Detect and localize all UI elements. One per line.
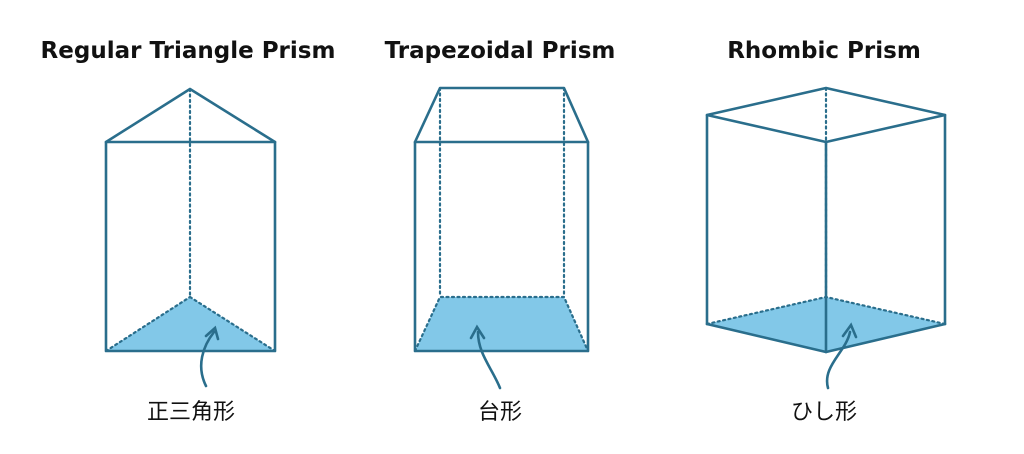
trapezoid-prism <box>413 86 590 390</box>
triangle-prism-pointer-head <box>204 325 220 341</box>
triangle-prism-base <box>106 297 275 351</box>
triangle-prism-top-face <box>104 87 277 144</box>
triangle-base-label: 正三角形 <box>146 400 236 425</box>
triangle-prism-title: Regular Triangle Prism <box>40 38 336 64</box>
rhombic-prism <box>705 86 947 390</box>
trapezoid-prism-front-face <box>413 140 590 353</box>
trapezoid-prism-title: Trapezoidal Prism <box>384 38 616 64</box>
rhombus-base-label: ひし形 <box>790 400 858 425</box>
rhombic-prism-pointer-head <box>841 322 858 339</box>
triangle-prism-front-face <box>104 140 277 353</box>
triangle-prism <box>104 87 277 388</box>
trapezoid-prism-base <box>415 297 588 351</box>
trapezoid-base-label: 台形 <box>477 400 523 425</box>
triangle-prism-hidden-base-right <box>188 295 277 353</box>
rhombic-prism-pointer <box>825 330 852 390</box>
triangle-prism-hidden-base-left <box>104 295 192 353</box>
trapezoid-prism-pointer <box>476 330 502 390</box>
rhombic-prism-base-front <box>705 322 947 354</box>
trapezoid-prism-hidden-base <box>413 295 590 353</box>
trapezoid-prism-top-face <box>413 86 590 144</box>
trapezoid-prism-pointer-head <box>469 324 486 340</box>
rhombic-prism-title: Rhombic Prism <box>727 38 921 64</box>
triangle-prism-pointer <box>199 330 216 388</box>
